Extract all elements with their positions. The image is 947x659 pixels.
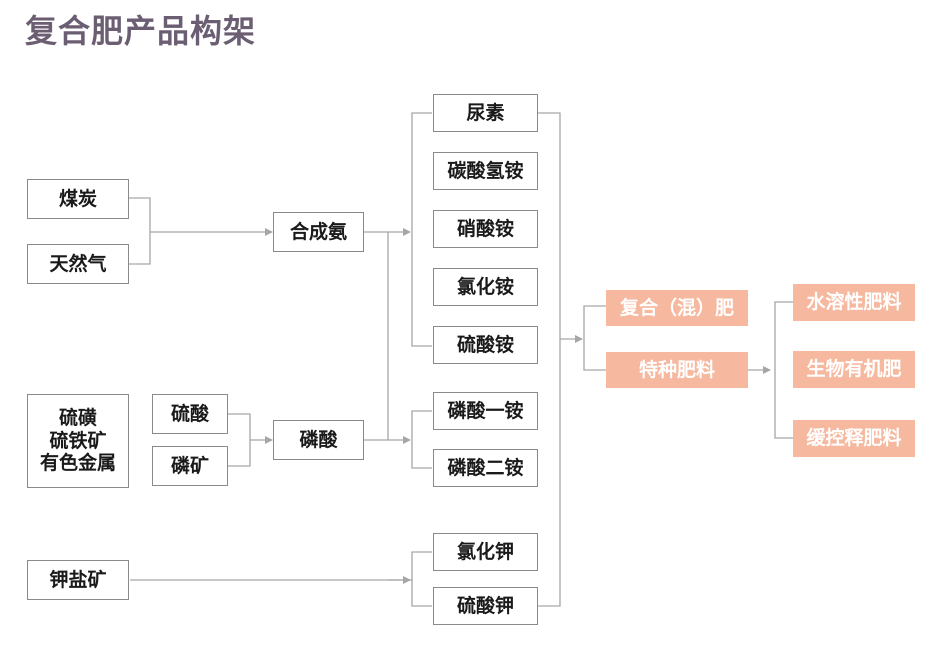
bracket-p-group <box>411 410 432 469</box>
label-phosphate-rock: 磷矿 <box>170 454 209 477</box>
label-synthetic-ammonia: 合成氨 <box>289 220 347 243</box>
label-ammonium-bicarbonate: 碳酸氢铵 <box>447 159 524 182</box>
label-ammonium-sulfate: 硫酸铵 <box>456 333 514 356</box>
label-sulfuric-acid: 硫酸 <box>170 402 209 425</box>
box-special-fertilizer: 特种肥料 <box>606 352 748 388</box>
line-acid-rock <box>228 413 251 467</box>
box-bio-organic: 生物有机肥 <box>793 351 915 388</box>
label-urea: 尿素 <box>466 101 505 124</box>
label-phosphoric-acid: 磷酸 <box>299 428 338 451</box>
label-special-fertilizer: 特种肥料 <box>638 358 715 381</box>
label-bio-organic: 生物有机肥 <box>806 358 902 381</box>
label-coal: 煤炭 <box>58 187 97 210</box>
bus-right <box>538 112 561 607</box>
box-potash-ore: 钾盐矿 <box>27 560 129 600</box>
label-controlled-release: 缓控释肥料 <box>806 427 902 450</box>
bracket-n-group <box>411 112 432 347</box>
box-urea: 尿素 <box>433 94 538 132</box>
bracket-compound <box>583 305 606 371</box>
box-dap: 磷酸二铵 <box>433 449 538 487</box>
label-sulfur: 硫磺 <box>58 406 97 429</box>
box-water-soluble: 水溶性肥料 <box>793 284 915 321</box>
box-phosphoric-acid: 磷酸 <box>273 420 364 460</box>
label-potassium-chloride: 氯化钾 <box>456 540 514 563</box>
box-phosphate-rock: 磷矿 <box>152 446 228 486</box>
label-water-soluble: 水溶性肥料 <box>806 291 902 314</box>
label-pyrite: 硫铁矿 <box>49 429 107 452</box>
box-natural-gas: 天然气 <box>27 244 129 284</box>
page-title: 复合肥产品构架 <box>25 12 257 50</box>
box-sulfuric-acid: 硫酸 <box>152 394 228 434</box>
line-coal <box>128 197 151 265</box>
box-synthetic-ammonia: 合成氨 <box>273 212 364 252</box>
label-dap: 磷酸二铵 <box>447 456 524 479</box>
label-ammonium-chloride: 氯化铵 <box>456 275 514 298</box>
label-nonferrous: 有色金属 <box>39 452 116 475</box>
box-ammonium-sulfate: 硫酸铵 <box>433 326 538 364</box>
bracket-special <box>774 301 793 439</box>
label-natural-gas: 天然气 <box>49 252 107 275</box>
box-compound-fertilizer: 复合（混）肥 <box>606 290 748 326</box>
box-potassium-chloride: 氯化钾 <box>433 533 538 571</box>
box-potassium-sulfate: 硫酸钾 <box>433 587 538 625</box>
label-compound-fertilizer: 复合（混）肥 <box>619 296 734 319</box>
box-coal: 煤炭 <box>27 179 129 219</box>
label-potassium-sulfate: 硫酸钾 <box>456 594 514 617</box>
box-sulfur-sources: 硫磺 硫铁矿 有色金属 <box>27 394 129 488</box>
label-potash-ore: 钾盐矿 <box>49 568 107 591</box>
box-ammonium-bicarbonate: 碳酸氢铵 <box>433 152 538 190</box>
box-ammonium-chloride: 氯化铵 <box>433 268 538 306</box>
label-map: 磷酸一铵 <box>447 399 524 422</box>
box-controlled-release: 缓控释肥料 <box>793 420 915 457</box>
box-map: 磷酸一铵 <box>433 392 538 430</box>
label-ammonium-nitrate: 硝酸铵 <box>456 217 514 240</box>
box-ammonium-nitrate: 硝酸铵 <box>433 210 538 248</box>
bracket-k-group <box>411 551 432 607</box>
